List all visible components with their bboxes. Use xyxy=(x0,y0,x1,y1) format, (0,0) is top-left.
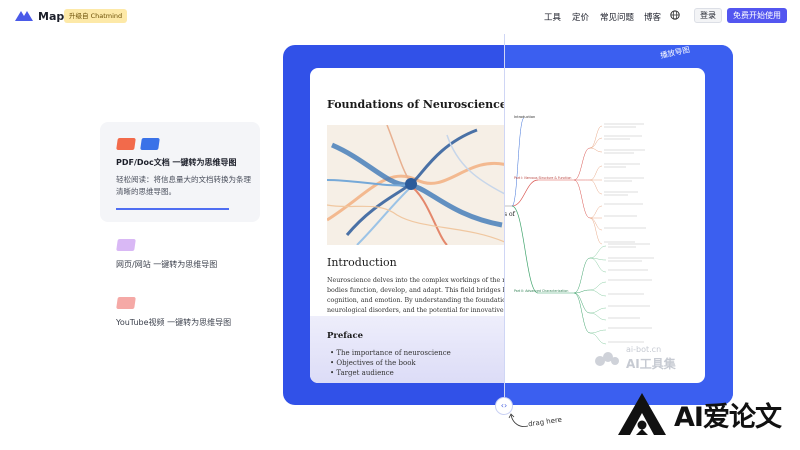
ai-lunwen-logo-icon xyxy=(618,393,666,435)
webpage-icon xyxy=(116,239,136,251)
mindmap-lines xyxy=(504,117,654,345)
mindmap-branch-1: Part I: Nervous Structure & Function xyxy=(514,176,572,180)
doc-illustration xyxy=(327,125,504,245)
mindmap-root-label: Introduction xyxy=(514,115,536,119)
doc-file-icon xyxy=(140,138,160,150)
doc-title: Foundations of Neuroscience xyxy=(327,98,504,111)
doc-paragraph-line: cognition, and emotion. By understanding… xyxy=(327,297,504,304)
feature-title-youtube[interactable]: YouTube视频 一键转为思维导图 xyxy=(116,318,232,327)
curved-arrow-icon xyxy=(508,413,529,427)
doc-section-heading: Introduction xyxy=(327,256,397,269)
nav-tools[interactable]: 工具 xyxy=(544,13,562,23)
doc-bullet: Target audience xyxy=(330,368,451,378)
signup-button[interactable]: 免费开始使用 xyxy=(727,8,787,23)
document-preview: Foundations of Neuroscience Introduction… xyxy=(310,68,504,383)
doc-paragraph-line: bodies function, develop, and adapt. Thi… xyxy=(327,287,504,294)
feature-progress-bar xyxy=(116,208,229,210)
youtube-icon xyxy=(116,297,136,309)
upgrade-badge: 升级自 Chatmind xyxy=(64,9,128,23)
watermark-small-text: ai-bot.cn xyxy=(626,345,662,354)
feature-title-pdf: PDF/Doc文档 一键转为思维导图 xyxy=(116,158,237,167)
preview-stage: Foundations of Neuroscience Introduction… xyxy=(283,45,733,405)
login-button[interactable]: 登录 xyxy=(694,8,722,23)
mindmap-branch-2: Part II: Advanced Characterization xyxy=(514,289,569,293)
nav-blog[interactable]: 博客 xyxy=(644,13,662,23)
doc-paragraph-line: neurological disorders, and the potentia… xyxy=(327,307,504,314)
ai-lunwen-text: AI爱论文 xyxy=(674,402,782,433)
doc-bullet: The importance of neuroscience xyxy=(330,348,450,358)
doc-paragraph: Neuroscience delves into the complex wor… xyxy=(327,276,504,316)
code-arrows-icon: ‹› xyxy=(500,401,508,410)
mindmap-edge-text: s of xyxy=(504,211,515,218)
compare-divider[interactable] xyxy=(504,34,505,406)
feature-title-web[interactable]: 网页/网站 一键转为思维导图 xyxy=(116,260,218,269)
ai-lunwen-brand: AI爱论文 xyxy=(604,381,800,450)
nav-pricing[interactable]: 定价 xyxy=(572,13,590,23)
mapify-logo-icon xyxy=(15,11,33,21)
doc-bullet: Objectives of the book xyxy=(330,358,451,368)
doc-bullet-list: The importance of neuroscience Objective… xyxy=(330,348,451,378)
globe-icon[interactable] xyxy=(670,10,680,20)
mindmap-preview: s of xyxy=(504,68,705,383)
doc-subheading: Preface xyxy=(327,331,364,341)
feature-card-pdf[interactable] xyxy=(100,122,260,222)
pdf-file-icon xyxy=(116,138,136,150)
watermark-logo-icon xyxy=(595,352,619,366)
nav-faq[interactable]: 常见问题 xyxy=(600,13,635,23)
feature-desc-pdf: 轻松阅读：将信息量大的文档转换为条理清晰的思维导图。 xyxy=(116,175,251,196)
drag-handle[interactable]: ‹› xyxy=(495,397,513,415)
drag-hint: drag here xyxy=(527,415,563,429)
watermark-big-text: AI工具集 xyxy=(626,357,676,371)
doc-paragraph-line: Neuroscience delves into the complex wor… xyxy=(327,277,504,284)
top-navbar: Mapify 升级自 Chatmind 工具 定价 常见问题 博客 登录 免费开… xyxy=(0,0,800,34)
